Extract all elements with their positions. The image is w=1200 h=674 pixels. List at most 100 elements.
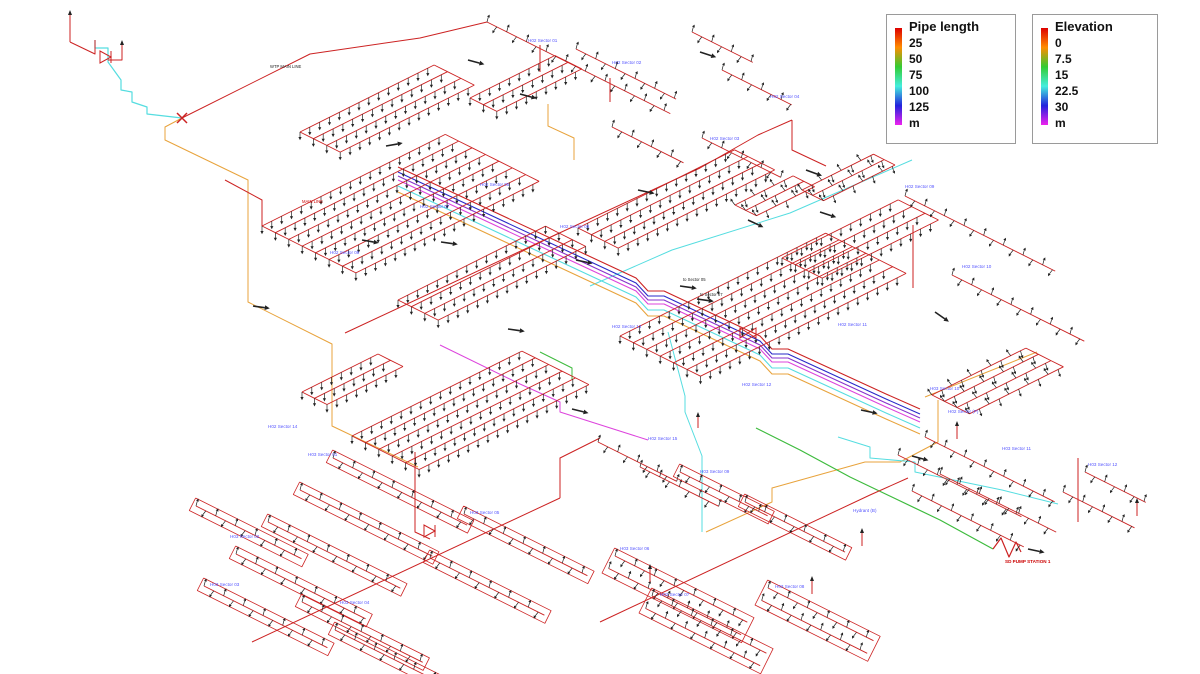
emitter-grid-block bbox=[396, 225, 588, 329]
outlined-strip bbox=[260, 513, 408, 597]
riser-with-arrow bbox=[1135, 498, 1139, 516]
emitter-grid-block bbox=[780, 199, 939, 287]
map-text-label: H02 Sector 11 bbox=[838, 322, 867, 327]
fishbone-strip bbox=[575, 41, 677, 100]
map-text-label: H03 Sector 05 bbox=[470, 510, 500, 515]
valve-tri-icon bbox=[423, 524, 437, 538]
map-text-label: H02 Sector 09 bbox=[905, 184, 935, 189]
map-text-label: H02 Sector 07 bbox=[420, 204, 450, 209]
map-text-label: H03 Sector 11 bbox=[1002, 446, 1031, 451]
legend-tick-label: 7.5 bbox=[1055, 52, 1072, 66]
outlined-strip bbox=[737, 493, 853, 561]
outlined-strip bbox=[327, 621, 440, 674]
map-text-label: H03 Sector 12 bbox=[1088, 462, 1118, 467]
legend-tick-label: 15 bbox=[1055, 68, 1069, 82]
flow-arrow bbox=[679, 285, 697, 290]
flow-arrow bbox=[519, 93, 537, 100]
map-text-label: H02 Sector 01 bbox=[528, 38, 558, 43]
fishbone-strip bbox=[924, 429, 1055, 508]
emitter-grid-block bbox=[468, 55, 583, 120]
emitter-grid-block bbox=[260, 133, 540, 282]
riser-with-arrow bbox=[68, 10, 72, 42]
map-text-label: H02 Sector 05 bbox=[480, 182, 510, 187]
outlined-strip bbox=[422, 549, 552, 624]
emitter-grid-block bbox=[350, 350, 590, 478]
map-text-label: H03 Sector 07 bbox=[660, 592, 690, 597]
legend-tick-label: 50 bbox=[909, 52, 923, 66]
map-text-label: to Sector 05 bbox=[683, 277, 706, 282]
emitter-blocks-layer bbox=[188, 14, 1147, 674]
legend-color-bar bbox=[1041, 28, 1048, 125]
map-text-label: H02 Sector (P) bbox=[948, 409, 979, 414]
emitter-grid-block bbox=[576, 149, 775, 257]
flow-arrow bbox=[361, 239, 379, 245]
emitter-grid-block bbox=[797, 153, 896, 204]
outlined-strip bbox=[228, 545, 373, 628]
fishbone-strip bbox=[639, 459, 722, 508]
emitter-grid-block bbox=[300, 353, 404, 413]
flow-arrow bbox=[1027, 548, 1045, 554]
flow-arrow bbox=[699, 51, 717, 58]
valve-x-icon bbox=[176, 112, 188, 124]
fishbone-strip bbox=[691, 24, 754, 64]
fishbone-strip bbox=[1084, 464, 1147, 504]
map-text-label: H02 Sector 13 bbox=[612, 324, 642, 329]
map-text-label: H03 Sector 06 bbox=[620, 546, 650, 551]
red-mains-layer bbox=[69, 21, 1079, 643]
map-text-label: H02 Sector 03 bbox=[710, 136, 740, 141]
map-text-label: Hydrant (B) bbox=[853, 508, 877, 513]
fishbone-strip bbox=[721, 62, 792, 111]
map-text-label: H02 Sector 06 bbox=[560, 224, 590, 229]
flow-arrow bbox=[860, 409, 878, 415]
map-text-label: H03 Sector 08 bbox=[775, 584, 805, 589]
emitter-grid-block bbox=[618, 232, 907, 385]
outlined-strip bbox=[325, 449, 475, 534]
flow-arrow bbox=[385, 141, 403, 147]
flow-arrow bbox=[440, 241, 458, 246]
trunk-bundle-layer bbox=[397, 166, 921, 435]
emitter-grid-block bbox=[927, 347, 1064, 417]
symbols-layer bbox=[68, 10, 1139, 594]
legend-tick-label: 75 bbox=[909, 68, 923, 82]
map-text-label: H03 Sector 02 bbox=[230, 534, 260, 539]
map-text-label: H02 Sector 12 bbox=[742, 382, 772, 387]
fishbone-strip bbox=[597, 434, 680, 483]
map-text-label: H02 Sector 08 bbox=[330, 250, 360, 255]
flow-arrow bbox=[819, 211, 837, 218]
flow-arrow bbox=[467, 59, 485, 66]
map-text-label: H02 Sector 14 bbox=[268, 424, 298, 429]
riser-with-arrow bbox=[648, 564, 652, 582]
outlined-strip bbox=[672, 463, 775, 525]
outlined-strip bbox=[294, 593, 430, 671]
map-text-label: SD PUMP STATION 1 bbox=[1005, 559, 1051, 564]
legend-title: Elevation bbox=[1055, 19, 1113, 34]
valve-bow-icon bbox=[739, 327, 757, 339]
legend-tick-label: 22.5 bbox=[1055, 84, 1079, 98]
map-text-label: H03 Sector 01 bbox=[308, 452, 338, 457]
fishbone-strip bbox=[1062, 484, 1135, 533]
riser-with-arrow bbox=[860, 528, 864, 546]
legend-color-bar bbox=[895, 28, 902, 125]
legend-tick-label: 30 bbox=[1055, 100, 1069, 114]
fishbone-strip bbox=[701, 130, 784, 179]
legend-tick-label: 100 bbox=[909, 84, 930, 98]
flow-arrow bbox=[934, 311, 949, 322]
legend-tick-label: 25 bbox=[909, 36, 923, 50]
legend-tick-label: m bbox=[1055, 116, 1066, 130]
riser-with-arrow bbox=[955, 421, 959, 439]
fishbone-strip bbox=[486, 14, 671, 115]
riser-with-arrow bbox=[696, 412, 700, 428]
emitter-grid-block bbox=[730, 175, 815, 219]
flow-arrow bbox=[575, 259, 593, 265]
fishbone-strip bbox=[611, 119, 684, 168]
map-text-label: H03 Sector 10 bbox=[930, 386, 960, 391]
fishbone-strip bbox=[939, 466, 1057, 535]
flow-arrow bbox=[637, 189, 655, 195]
